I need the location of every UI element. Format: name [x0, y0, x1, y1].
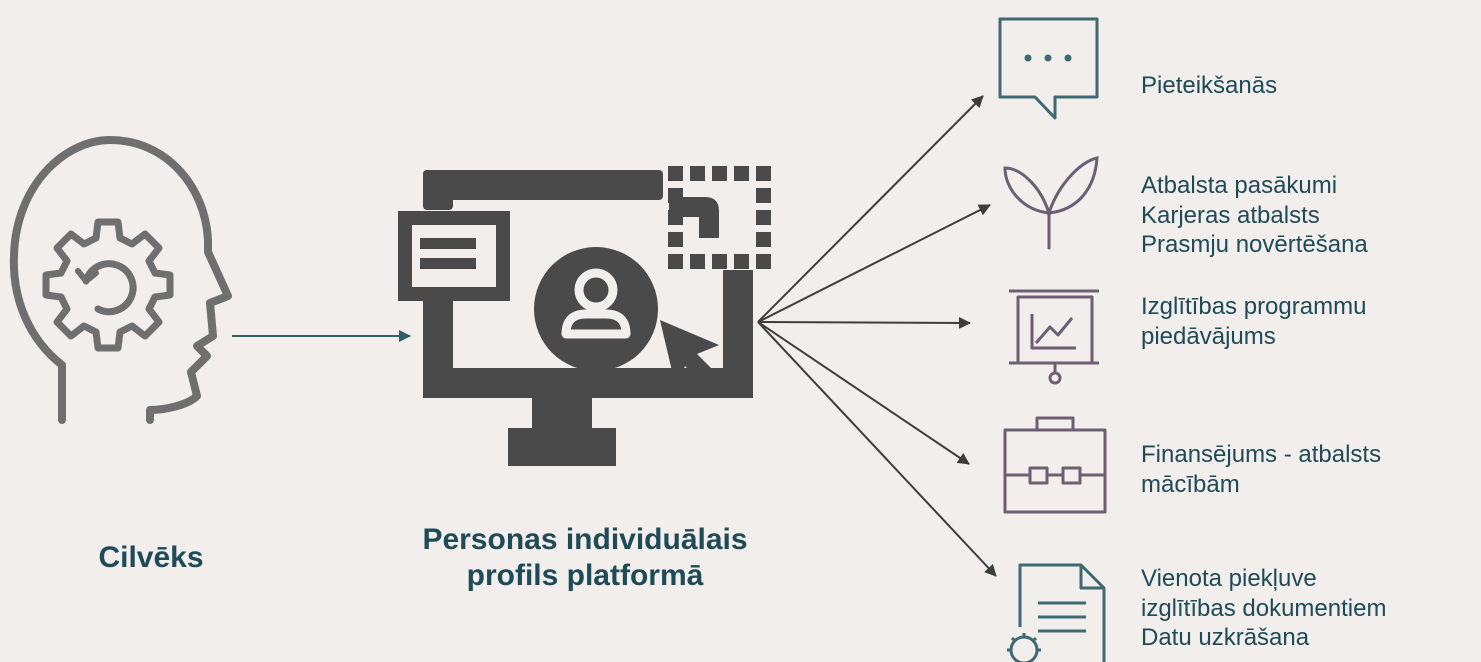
arrow-to-pieteiksanas: [757, 95, 984, 323]
item-line: izglītības dokumentiem: [1141, 594, 1387, 622]
item-izglitibas-programmu: Izglītības programmu piedāvājums: [1141, 292, 1366, 351]
item-line: Karjeras atbalsts: [1141, 201, 1320, 229]
briefcase-icon: [1003, 416, 1107, 514]
item-line: Atbalsta pasākumi: [1141, 172, 1338, 199]
item-line: mācībām: [1141, 470, 1240, 498]
item-line: Prasmju novērtēšana: [1141, 231, 1368, 258]
item-pieteiksanas: Pieteikšanās: [1141, 71, 1277, 101]
profile-label-line2: profils platformā: [466, 559, 704, 592]
person-label: Cilvēks: [98, 541, 204, 574]
arrow-to-finansejums: [757, 321, 970, 465]
monitor-profile-icon: [398, 166, 771, 466]
arrow-to-atbalsta: [757, 204, 991, 323]
presentation-chart-icon: [1009, 289, 1099, 385]
item-atbalsta-pasakumi: Atbalsta pasākumi Karjeras atbalsts Pras…: [1141, 171, 1368, 260]
item-line: Datu uzkrāšana: [1141, 624, 1310, 651]
item-line: Pieteikšanās: [1141, 72, 1278, 99]
profile-label-line1: Personas individuālais: [422, 523, 748, 556]
item-line: piedāvājums: [1141, 322, 1276, 350]
item-line: Vienota piekļuve: [1141, 565, 1317, 592]
arrow-to-izglitibas: [757, 316, 971, 329]
sprout-icon: [1003, 156, 1099, 250]
chat-bubble-icon: [998, 17, 1099, 120]
item-line: Izglītības programmu: [1141, 293, 1367, 320]
item-line: Finansējums - atbalsts: [1141, 441, 1382, 468]
item-vienota-piekluve: Vienota piekļuve izglītības dokumentiem …: [1141, 564, 1386, 653]
document-gear-icon: [1007, 563, 1106, 662]
head-gear-icon: [9, 136, 232, 424]
profile-label: Personas individuālais profils platformā: [345, 522, 825, 594]
item-finansejums: Finansējums - atbalsts mācībām: [1141, 440, 1381, 499]
arrow-fan: [757, 95, 997, 577]
arrow-to-vienota: [757, 321, 997, 577]
